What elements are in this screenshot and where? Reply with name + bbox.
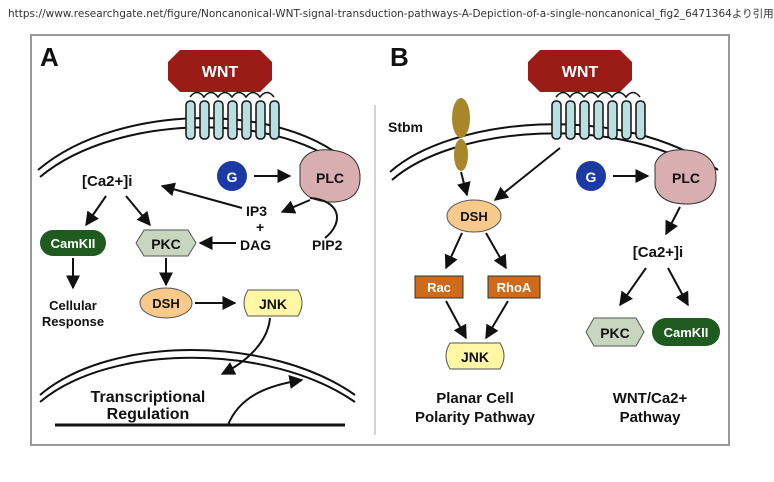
source-caption: https://www.researchgate.net/figure/Nonc… (8, 8, 774, 20)
rac-box (414, 275, 464, 299)
membrane-b (389, 123, 719, 173)
dsh-b (446, 199, 502, 233)
cellular-label: Cellular (49, 298, 97, 313)
jnk-label-a: JNK (259, 296, 287, 312)
g-protein-b (576, 161, 606, 191)
jnk-b (445, 342, 505, 370)
jnk-a (243, 289, 303, 317)
transcriptional-label: Transcriptional (91, 389, 206, 406)
plc-label-b: PLC (672, 170, 700, 186)
pip2-label: PIP2 (312, 237, 343, 253)
regulation-label: Regulation (107, 406, 190, 423)
g-label-a: G (227, 169, 238, 185)
panel-a-letter: A (40, 42, 59, 72)
nucleus-envelope-a (39, 349, 356, 396)
nucleus-envelope-a-inner (39, 356, 356, 403)
camkii-label-b: CamKII (664, 325, 709, 340)
planar-label-2: Polarity Pathway (415, 409, 536, 426)
wntca-label-1: WNT/Ca2+ (613, 390, 688, 407)
dsh-label-a: DSH (152, 296, 179, 311)
jnk-label-b: JNK (461, 349, 489, 365)
pathway-diagram: A WNT G PLC [Ca2+]i IP3 + DAG PIP2 (37, 42, 720, 435)
pkc-label-b: PKC (600, 325, 630, 341)
camkii-b (652, 318, 720, 346)
plc-label-a: PLC (316, 170, 344, 186)
camkii-a (40, 230, 106, 256)
plc-a (299, 149, 361, 203)
stbm-label: Stbm (388, 119, 423, 135)
response-label: Response (42, 314, 104, 329)
panel-b-letter: B (390, 42, 409, 72)
g-protein-a (217, 161, 247, 191)
wnt-label-b: WNT (562, 64, 599, 81)
frizzled-receptor-a (185, 91, 280, 140)
dsh-a (139, 287, 193, 319)
camkii-label-a: CamKII (51, 236, 96, 251)
stbm-protein (452, 98, 470, 171)
dag-label: DAG (240, 237, 271, 253)
planar-label-1: Planar Cell (436, 390, 514, 407)
pkc-b (585, 317, 645, 347)
plc-b (654, 149, 717, 205)
frizzled-receptor-b (551, 91, 646, 140)
plus-label: + (256, 219, 264, 235)
rhoa-box (487, 275, 541, 299)
pkc-label-a: PKC (151, 236, 181, 252)
ca-label-b: [Ca2+]i (633, 244, 683, 261)
dsh-label-b: DSH (460, 209, 487, 224)
wnt-ligand-b: WNT (528, 50, 632, 92)
rac-label: Rac (427, 280, 451, 295)
transcription-arrow (227, 375, 304, 426)
rhoa-label: RhoA (497, 280, 532, 295)
ca-label-a: [Ca2+]i (82, 173, 132, 190)
wntca-label-2: Pathway (620, 409, 682, 426)
g-label-b: G (586, 169, 597, 185)
pkc-a (135, 229, 197, 257)
wnt-label-a: WNT (202, 64, 239, 81)
ip3-label: IP3 (246, 203, 267, 219)
wnt-ligand-a: WNT (168, 50, 272, 92)
